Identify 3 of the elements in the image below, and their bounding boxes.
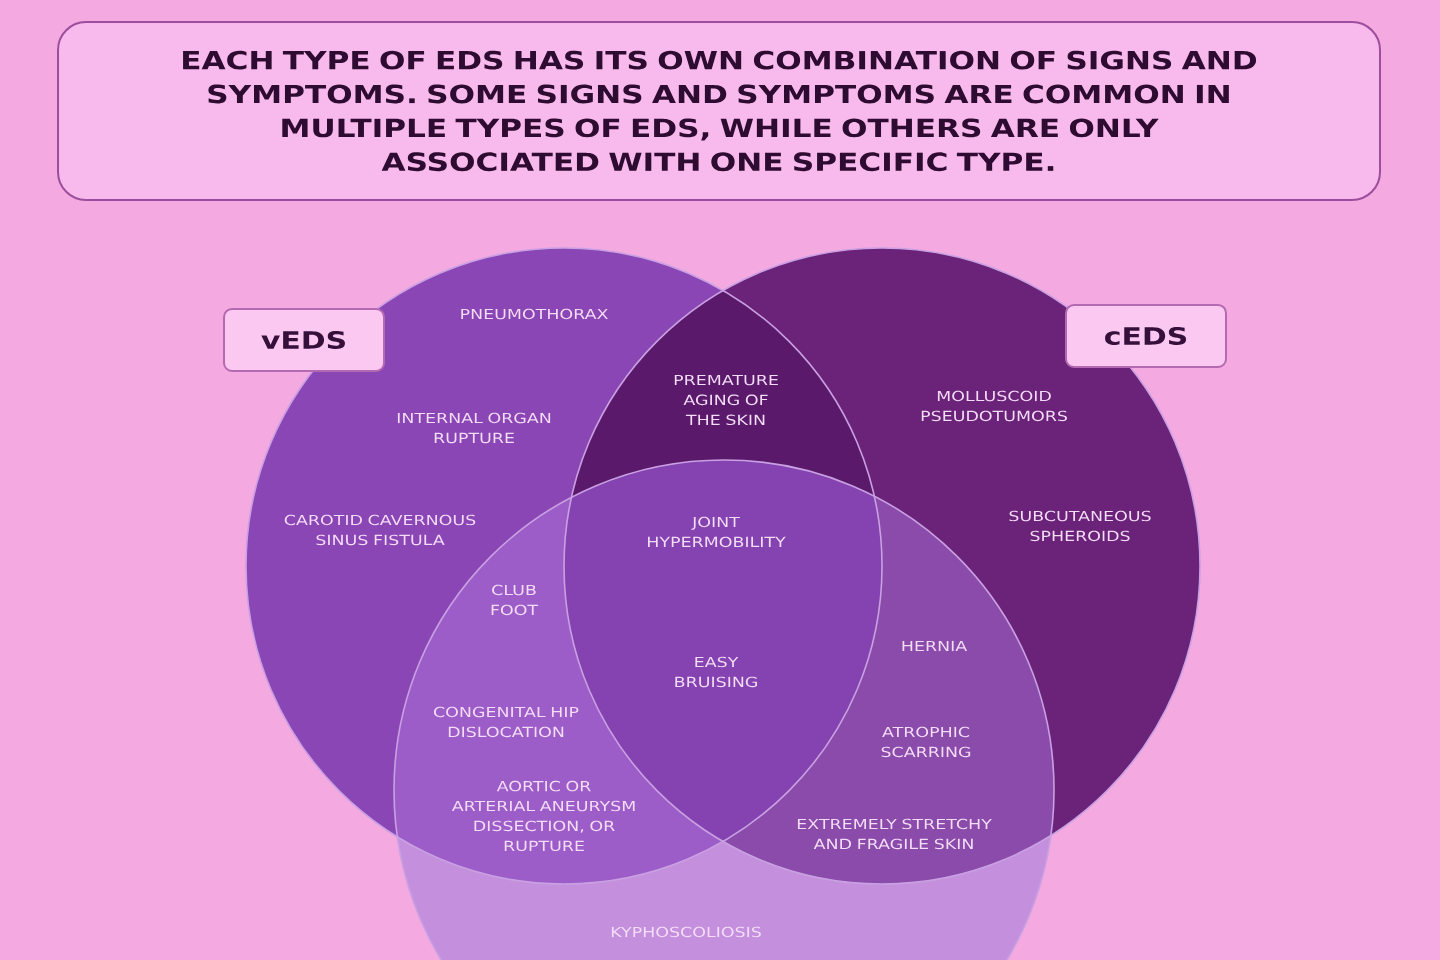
caption-box: EACH TYPE OF EDS HAS ITS OWN COMBINATION OF SIGNS AND SYMPTOMS. SOME SIGNS AND SYMPTOMS ARE COMMON IN MULTIPLE TYPES OF EDS, WHILE OTHERS ARE ONLY ASSOCIATED WITH ONE SPECIFIC TYPE. xyxy=(57,21,1381,201)
label-badge: vEDS xyxy=(223,307,385,372)
label-badge: cEDS xyxy=(1065,303,1227,368)
